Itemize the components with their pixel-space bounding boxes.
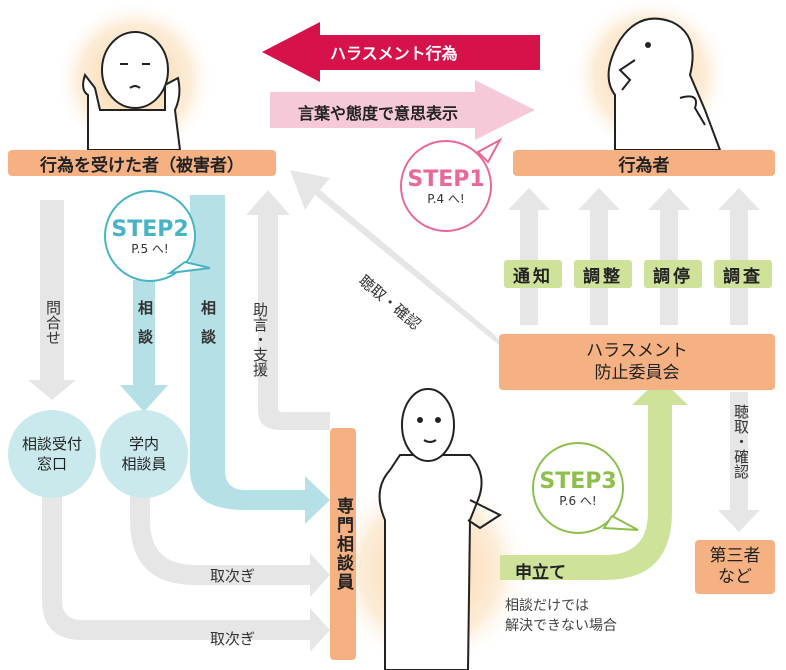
step1-bubble bbox=[400, 137, 503, 232]
action-investigate: 調査 bbox=[714, 260, 772, 288]
reception-window: 相談受付 窓口 bbox=[8, 410, 96, 498]
reception-line2: 窓口 bbox=[36, 455, 67, 473]
step3-text: STEP3 P.6 へ! bbox=[533, 464, 623, 514]
harassment-act-arrow bbox=[262, 22, 540, 82]
step2-ref: P.5 へ! bbox=[131, 242, 169, 256]
express-intent-label: 言葉や態度で意思表示 bbox=[298, 104, 459, 123]
third-party-line1: 第三者 bbox=[709, 546, 761, 566]
gray-flow-arrows bbox=[28, 170, 760, 652]
specialist-figure bbox=[378, 388, 503, 670]
appeal-arrow bbox=[500, 378, 688, 580]
step1-ref: P.4 へ! bbox=[427, 192, 465, 206]
victim-box: 行為を受けた者（被害者） bbox=[8, 150, 276, 176]
reception-line1: 相談受付 bbox=[21, 435, 82, 453]
campus-line2: 相談員 bbox=[121, 455, 167, 473]
step1-text: STEP1 P.4 へ! bbox=[401, 162, 491, 212]
advice-label: 助言・支援 bbox=[251, 302, 269, 377]
step1-label: STEP1 bbox=[407, 167, 485, 192]
consult-label-specialist: 相談 bbox=[199, 300, 217, 358]
step2-bubble bbox=[104, 190, 211, 282]
step3-ref: P.6 へ! bbox=[559, 494, 597, 508]
harassment-act-label: ハラスメント行為 bbox=[330, 44, 458, 63]
appeal-label: 申立て bbox=[515, 563, 566, 583]
specialist-box: 専門相談員 bbox=[330, 428, 356, 660]
relay-label-reception: 取次ぎ bbox=[210, 630, 256, 648]
victim-figure bbox=[82, 31, 182, 151]
third-party-line2: など bbox=[718, 567, 752, 587]
step2-text: STEP2 P.5 へ! bbox=[105, 212, 195, 262]
step3-label: STEP3 bbox=[539, 469, 617, 494]
cannot-resolve-line2: 解決できない場合 bbox=[505, 618, 617, 634]
cannot-resolve-line1: 相談だけでは bbox=[505, 598, 589, 614]
committee-line1: ハラスメント bbox=[586, 341, 688, 361]
third-party-box: 第三者 など bbox=[695, 540, 775, 594]
committee-line2: 防止委員会 bbox=[594, 363, 680, 383]
blue-flow-arrows bbox=[120, 195, 330, 524]
step3-bubble bbox=[532, 442, 639, 534]
campus-line1: 学内 bbox=[128, 435, 159, 453]
perpetrator-figure bbox=[607, 17, 722, 151]
hearing-vertical-label: 聴取・確認 bbox=[732, 404, 750, 479]
action-mediate: 調停 bbox=[644, 260, 702, 288]
action-notify: 通知 bbox=[504, 260, 562, 288]
specialist-label: 専門相談員 bbox=[333, 496, 353, 592]
cannot-resolve-note: 相談だけでは 解決できない場合 bbox=[505, 596, 617, 636]
express-intent-arrow bbox=[270, 80, 535, 140]
inquiry-label: 問合せ bbox=[44, 300, 62, 345]
relay-label-campus: 取次ぎ bbox=[210, 567, 256, 585]
consult-label-campus: 相談 bbox=[136, 300, 154, 358]
committee-box: ハラスメント 防止委員会 bbox=[499, 334, 775, 390]
perpetrator-box: 行為者 bbox=[513, 150, 775, 176]
action-adjust: 調整 bbox=[574, 260, 632, 288]
campus-counselor: 学内 相談員 bbox=[100, 410, 188, 498]
step2-label: STEP2 bbox=[111, 217, 189, 242]
